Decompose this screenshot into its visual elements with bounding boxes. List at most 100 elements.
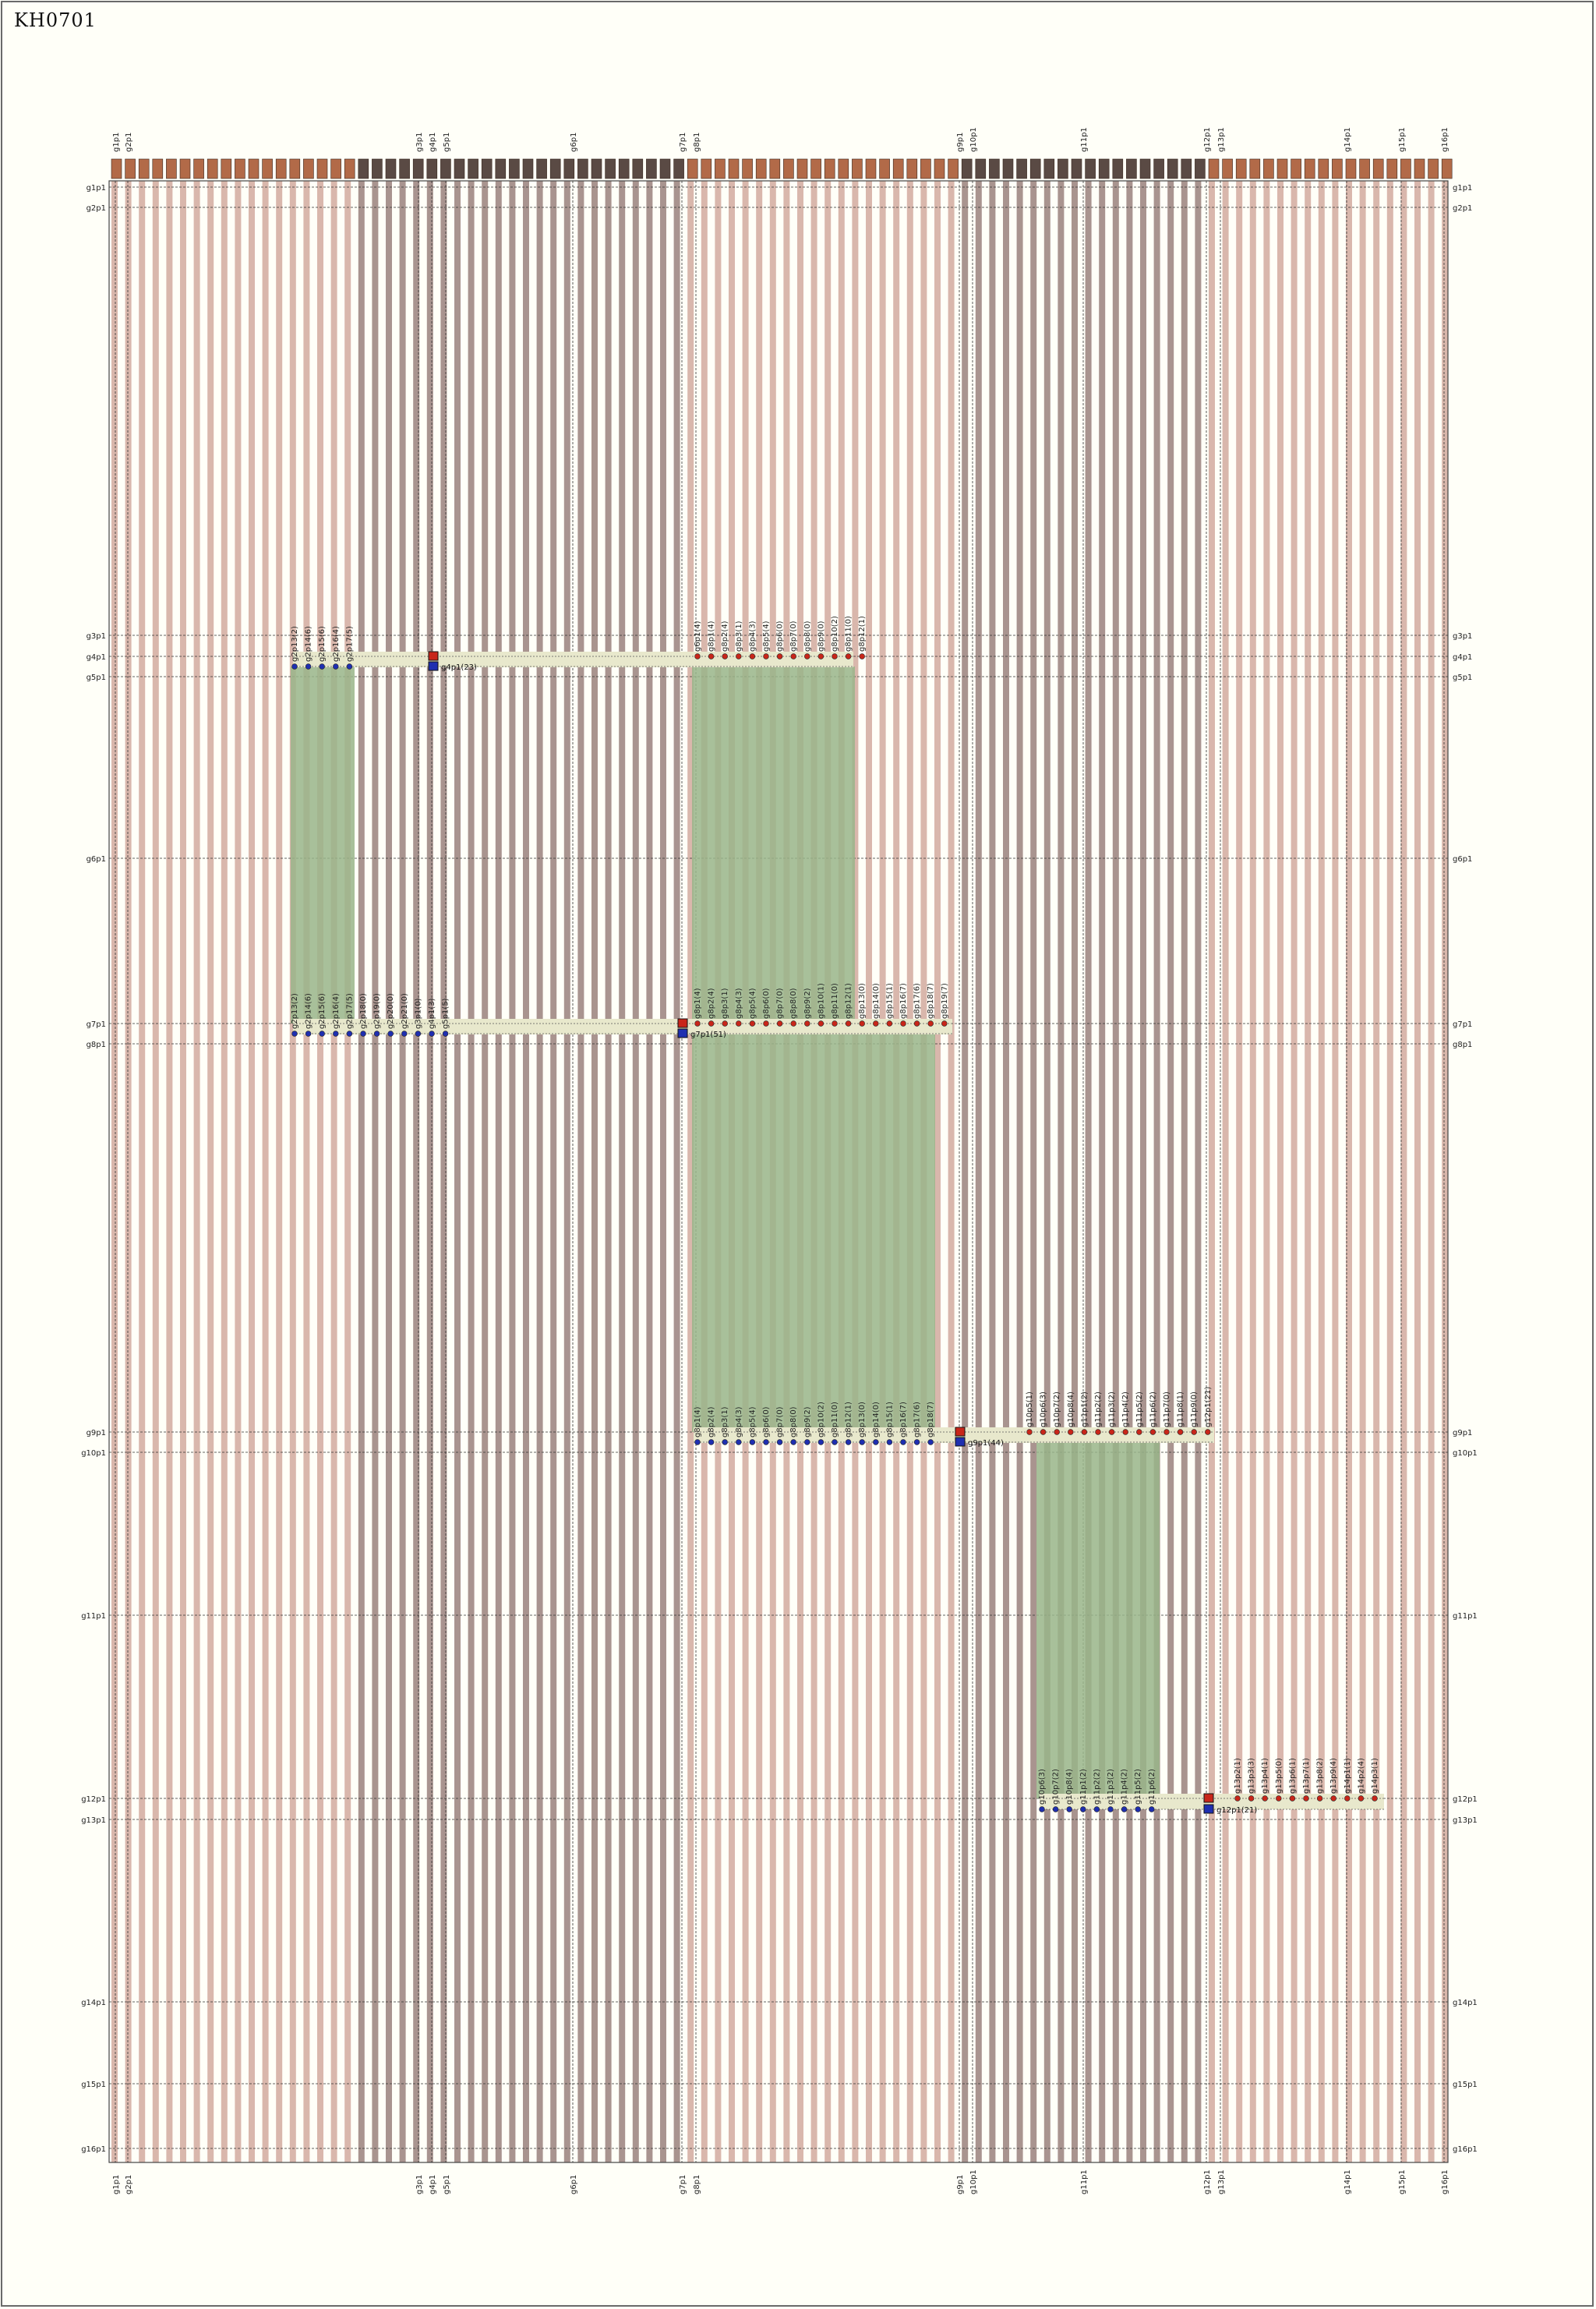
bottom-gene-label: g2p13(2) (291, 626, 299, 662)
top-gene-label: g10p8(4) (1067, 1391, 1075, 1427)
column-header-tile (303, 158, 314, 179)
stripe-column (1222, 181, 1229, 2162)
column-label-top: g4p1 (429, 133, 437, 152)
stripe-column (358, 181, 365, 2162)
blue-gene-dot (429, 1031, 435, 1037)
row-label-right: g10p1 (1453, 1449, 1478, 1458)
top-gene-label: g8p18(7) (927, 983, 935, 1019)
stripe-column (372, 181, 379, 2162)
row-label-left: g12p1 (81, 1795, 106, 1804)
top-gene-label: g8p9(0) (817, 621, 825, 652)
column-header-tile (728, 158, 740, 179)
stripe-column (495, 181, 502, 2162)
stripe-column (1112, 181, 1119, 2162)
red-gene-dot (804, 653, 810, 659)
anchor-label: g12p1(21) (1216, 1806, 1257, 1815)
column-header-tile (372, 158, 383, 179)
column-header-tile (1195, 158, 1206, 179)
red-gene-dot (1108, 1429, 1115, 1435)
blue-gene-dot (722, 1439, 728, 1445)
top-gene-label: g8p9(2) (803, 988, 812, 1019)
red-gene-dot (1081, 1429, 1088, 1435)
stripe-column (934, 181, 941, 2162)
bottom-gene-label: g11p1(2) (1079, 1769, 1088, 1805)
stripe-column (1318, 181, 1325, 2162)
row-label-left: g7p1 (87, 1020, 106, 1029)
stripe-column (166, 181, 173, 2162)
column-header-tile (989, 158, 1000, 179)
column-header-tile (563, 158, 575, 179)
stripe-column (276, 181, 283, 2162)
stripe-column (577, 181, 584, 2162)
top-gene-label: g8p19(7) (941, 983, 949, 1019)
row-label-right: g3p1 (1453, 632, 1472, 641)
top-gene-label: g8p10(2) (831, 616, 839, 652)
bottom-gene-label: g8p1(4) (694, 1406, 702, 1437)
column-header-tile (1235, 158, 1247, 179)
red-gene-dot (913, 1020, 920, 1027)
column-label-bottom: g6p1 (570, 2175, 578, 2194)
column-header-tile (1304, 158, 1315, 179)
red-gene-dot (1248, 1795, 1255, 1802)
row-label-right: g6p1 (1453, 855, 1472, 864)
column-header-tile (906, 158, 918, 179)
column-header-tile (1208, 158, 1220, 179)
top-gene-label: g14p1(1) (1344, 1758, 1352, 1794)
stripe-column (221, 181, 228, 2162)
top-gene-label: g8p11(0) (831, 983, 839, 1019)
row-label-right: g15p1 (1453, 2081, 1478, 2089)
top-gene-label: g8p4(3) (735, 988, 743, 1019)
red-gene-dot (1068, 1429, 1074, 1435)
stripe-column (1386, 181, 1393, 2162)
column-header-tile (879, 158, 890, 179)
top-gene-label: g14p2(4) (1357, 1758, 1365, 1794)
red-gene-dot (1136, 1429, 1142, 1435)
column-header-tile (344, 158, 355, 179)
red-gene-dot (900, 1020, 906, 1027)
stripe-column (468, 181, 475, 2162)
stripe-column (1305, 181, 1312, 2162)
red-gene-dot (776, 653, 783, 659)
column-label-bottom: g12p1 (1203, 2169, 1212, 2194)
red-gene-dot (845, 1020, 852, 1027)
column-header-tile (289, 158, 301, 179)
red-gene-dot (1177, 1429, 1184, 1435)
column-label-top: g11p1 (1080, 127, 1089, 152)
row-label-right: g13p1 (1453, 1816, 1478, 1825)
top-gene-label: g8p8(0) (789, 988, 798, 1019)
bottom-gene-label: g8p12(1) (845, 1402, 853, 1437)
bottom-gene-label: g2p21(0) (401, 993, 409, 1029)
blue-anchor-box (1203, 1804, 1214, 1814)
red-gene-dot (886, 1020, 893, 1027)
red-gene-dot (736, 653, 742, 659)
top-gene-label: g8p7(0) (776, 988, 785, 1019)
bottom-gene-label: g8p13(0) (858, 1402, 867, 1437)
red-gene-dot (1262, 1795, 1268, 1802)
match-band (694, 1427, 1214, 1443)
column-header-tile (221, 158, 232, 179)
blue-gene-dot (401, 1031, 408, 1037)
blue-gene-dot (1039, 1806, 1045, 1812)
stripe-column (1099, 181, 1106, 2162)
red-gene-dot (1149, 1429, 1156, 1435)
blue-gene-dot (1093, 1806, 1100, 1812)
stripe-column (1236, 181, 1243, 2162)
blue-gene-dot (790, 1439, 796, 1445)
blue-anchor-box (428, 661, 439, 671)
blue-gene-dot (305, 663, 312, 670)
row-label-right: g11p1 (1453, 1612, 1478, 1621)
column-header-tile (207, 158, 218, 179)
column-header-tile (1016, 158, 1027, 179)
column-label-top: g1p1 (112, 133, 121, 152)
column-label-bottom: g5p1 (443, 2175, 451, 2194)
bottom-gene-label: g11p6(2) (1148, 1769, 1156, 1805)
blue-gene-dot (1149, 1806, 1155, 1812)
bottom-gene-label: g8p9(2) (803, 1406, 812, 1437)
bottom-gene-label: g2p14(6) (305, 993, 313, 1029)
row-label-right: g7p1 (1453, 1020, 1472, 1029)
column-label-bottom: g16p1 (1441, 2169, 1449, 2194)
column-header-tile (755, 158, 767, 179)
stripe-column (632, 181, 639, 2162)
row-label-left: g16p1 (81, 2145, 106, 2154)
stripe-column (550, 181, 557, 2162)
